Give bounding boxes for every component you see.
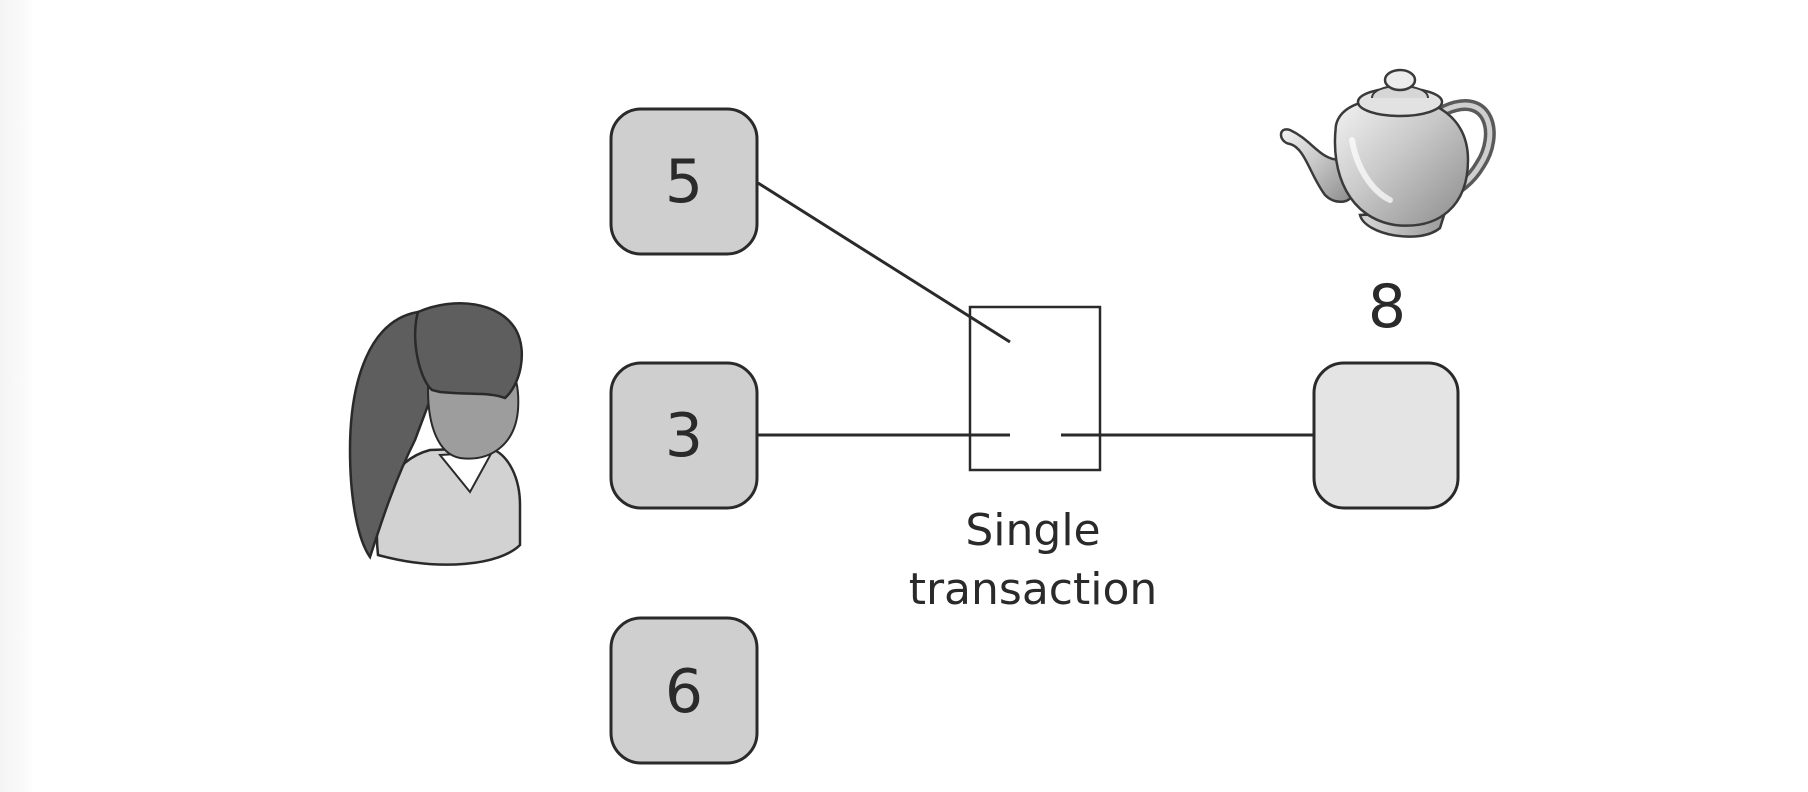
- transaction-caption-line2: transaction: [909, 564, 1158, 615]
- value-box-6: 6: [609, 616, 759, 765]
- value-box-3: 3: [609, 361, 759, 510]
- value-box-5: 5: [609, 107, 759, 256]
- connector-line-5: [757, 181, 1011, 344]
- teapot-value-label: 8: [1368, 272, 1406, 342]
- transaction-box: [968, 305, 1102, 472]
- left-edge-shadow: [0, 0, 34, 792]
- value-box-6-label: 6: [665, 657, 703, 727]
- value-box-3-label: 3: [665, 401, 703, 471]
- target-box: [1312, 361, 1460, 510]
- transaction-caption-line1: Single: [965, 505, 1100, 556]
- value-box-5-label: 5: [665, 147, 703, 217]
- teapot-icon: [1279, 68, 1496, 238]
- person-icon: [348, 302, 524, 566]
